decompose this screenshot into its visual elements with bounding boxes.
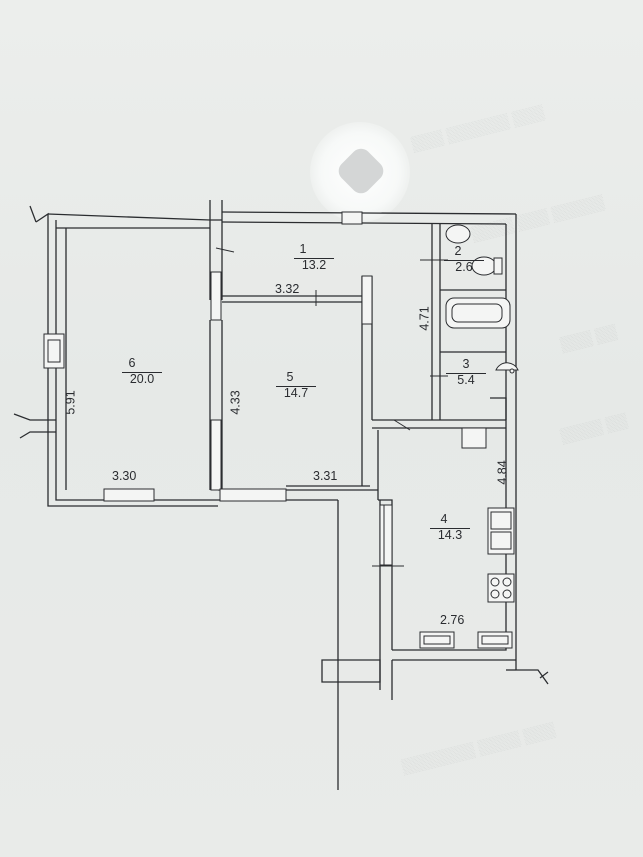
room-5-number: 5 (286, 370, 294, 384)
room-2-area: 2.6 (444, 260, 484, 274)
room-3-number: 3 (462, 357, 470, 371)
dimension-room-5-depth: 4.33 (228, 390, 243, 415)
dimension-corridor-width: 3.32 (275, 282, 300, 296)
room-4-number: 4 (440, 512, 448, 526)
room-4-area: 14.3 (430, 528, 470, 542)
dimension-kitchen-width: 2.76 (440, 613, 465, 627)
sanitary-fixtures (43, 224, 519, 374)
room-5-area: 14.7 (276, 386, 316, 400)
dimension-kitchen-depth: 4.84 (495, 460, 510, 485)
windows (103, 211, 393, 566)
room-2-number: 2 (454, 244, 462, 258)
dimension-room-6-depth: 5.91 (63, 390, 78, 415)
interior-walls (209, 224, 507, 491)
room-1-number: 1 (299, 242, 307, 256)
kitchen-appliances (487, 507, 515, 603)
dimension-ticks (215, 247, 448, 567)
room-6-number: 6 (128, 356, 136, 370)
dimension-room-1-depth: 4.71 (417, 306, 432, 331)
radiators (419, 631, 513, 649)
room-6-area: 20.0 (122, 372, 162, 386)
dimension-room-6-width: 3.30 (112, 469, 137, 483)
dimension-room-5-width: 3.31 (313, 469, 338, 483)
room-1-area: 13.2 (294, 258, 334, 272)
room-3-area: 5.4 (446, 373, 486, 387)
